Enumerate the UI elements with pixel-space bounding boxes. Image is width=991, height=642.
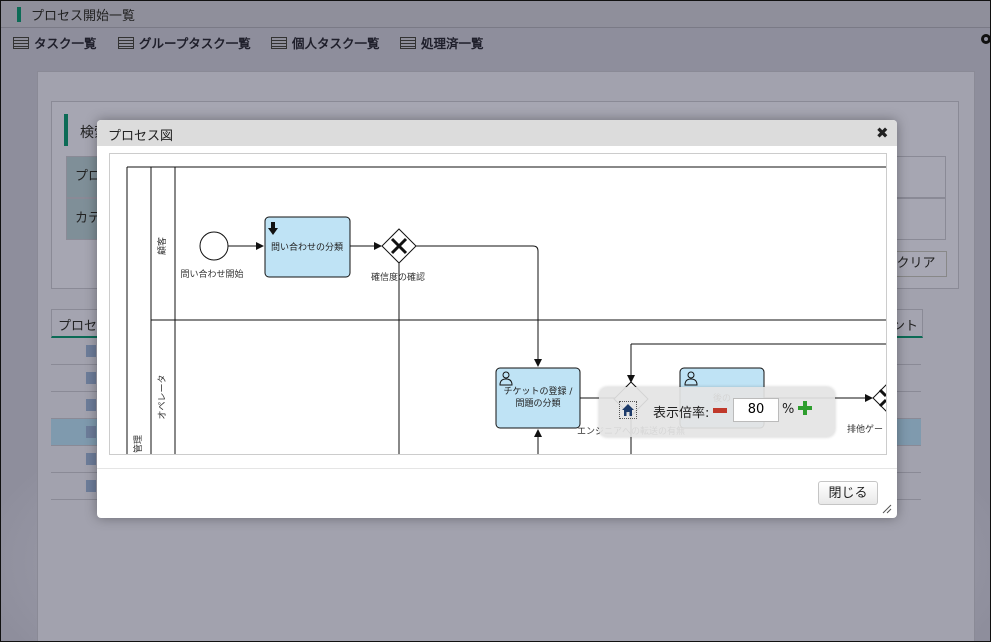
user-icon xyxy=(502,371,510,379)
diagram-icon[interactable] xyxy=(86,345,96,357)
gear-icon[interactable] xyxy=(981,34,990,44)
zoom-unit: % xyxy=(782,402,795,417)
start-event[interactable] xyxy=(199,231,229,261)
diagram-icon[interactable] xyxy=(86,399,96,411)
gateway-label: 確信度の確認 xyxy=(371,271,425,283)
dialog-title: プロセス図 xyxy=(108,129,174,144)
diagram-icon[interactable] xyxy=(86,453,96,465)
dialog-header: プロセス図 ✖ xyxy=(97,120,897,146)
search-row-label: カテ xyxy=(75,211,102,226)
lane-label-operator: オペレータ xyxy=(157,374,168,419)
close-button[interactable]: 閉じる xyxy=(818,481,878,505)
nav-item-processed-list[interactable]: 処理済一覧 xyxy=(400,33,484,52)
zoom-label: 表示倍率: xyxy=(653,406,710,421)
nav-item-label: グループタスク一覧 xyxy=(139,36,251,51)
user-icon xyxy=(687,371,695,379)
search-accent-bar xyxy=(64,114,68,146)
task-label-line1: チケットの登録 / xyxy=(504,385,574,397)
task-label-line2: 問題の分類 xyxy=(515,398,560,409)
pool-label: 管理 xyxy=(132,435,144,453)
list-header-comment: ント xyxy=(891,319,918,334)
exclusive-gateway[interactable] xyxy=(872,381,886,415)
close-icon[interactable]: ✖ xyxy=(876,124,889,142)
dialog-footer-divider xyxy=(97,468,897,469)
nav-item-group-task-list[interactable]: グループタスク一覧 xyxy=(118,33,251,52)
nav-item-label: タスク一覧 xyxy=(34,36,97,51)
list-icon xyxy=(400,37,416,49)
top-bar: プロセス開始一覧 xyxy=(1,1,990,28)
resize-grip-icon[interactable] xyxy=(880,502,892,514)
zoom-out-button[interactable] xyxy=(713,408,727,413)
list-icon xyxy=(118,37,134,49)
lane-label-customer: 顧客 xyxy=(156,237,168,255)
user-icon-body xyxy=(499,378,513,386)
task-inquiry-classification[interactable] xyxy=(264,216,351,278)
start-event-label: 問い合わせ開始 xyxy=(180,268,243,280)
list-icon xyxy=(271,37,287,49)
nav-item-personal-task-list[interactable]: 個人タスク一覧 xyxy=(271,33,380,52)
home-icon[interactable] xyxy=(619,401,637,419)
search-row-label: プロ xyxy=(75,169,102,184)
gateway-x-icon xyxy=(878,388,886,408)
sequence-flow xyxy=(416,245,542,367)
nav-item-label: 個人タスク一覧 xyxy=(292,36,380,51)
nav-bar: タスク一覧 グループタスク一覧 個人タスク一覧 処理済一覧 xyxy=(1,28,990,54)
diagram-icon[interactable] xyxy=(86,426,96,438)
task-label: 問い合わせの分類 xyxy=(271,241,343,253)
nav-item-label: 処理済一覧 xyxy=(421,36,484,51)
diagram-icon[interactable] xyxy=(86,480,96,492)
zoom-input[interactable] xyxy=(733,398,779,422)
gateway-x-icon xyxy=(390,237,408,255)
list-icon xyxy=(13,37,29,49)
user-icon-body xyxy=(684,378,698,386)
page-title: プロセス開始一覧 xyxy=(31,9,136,24)
receive-arrow-icon xyxy=(268,222,278,235)
nav-item-task-list[interactable]: タスク一覧 xyxy=(13,33,97,52)
zoom-in-button[interactable] xyxy=(798,401,812,415)
process-diagram-dialog: プロセス図 ✖ 顧客 オペレータ 管理 xyxy=(97,120,897,518)
gateway-label: 排他ゲー xyxy=(847,423,883,435)
title-accent-bar xyxy=(17,7,21,22)
diagram-icon[interactable] xyxy=(86,372,96,384)
zoom-control: 表示倍率: % xyxy=(599,387,835,437)
